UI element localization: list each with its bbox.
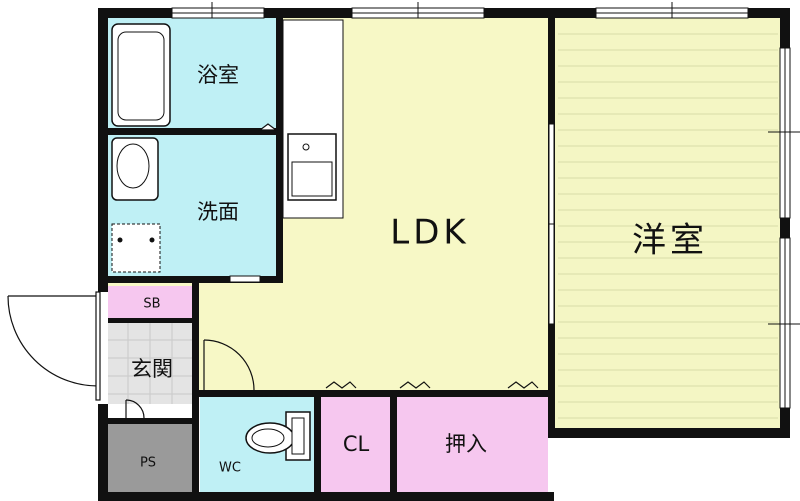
- wall-bottom-right: [552, 428, 790, 438]
- room-label-wc: WC: [219, 461, 241, 476]
- wall-left-lower: [98, 404, 108, 501]
- window-icon: [171, 2, 800, 409]
- wall-bath-wash: [108, 128, 280, 135]
- room-label-sb: SB: [143, 297, 160, 312]
- kitchen-sink-icon: [287, 133, 337, 201]
- washing-machine-pan: [111, 223, 161, 273]
- cl-floor: [320, 396, 390, 492]
- wall-entrance-bottom: [108, 418, 198, 424]
- wall-sb-right: [192, 282, 199, 492]
- sb-floor: [108, 286, 192, 320]
- washbasin-icon: [111, 137, 159, 201]
- room-label-ps: PS: [140, 456, 156, 471]
- wall-left-upper: [98, 8, 108, 292]
- door-swing-icon: [7, 123, 539, 420]
- room-label-cl: CL: [343, 432, 370, 456]
- toilet-icon: [245, 411, 311, 461]
- sliding-door: [548, 123, 555, 325]
- wall-wet-right: [276, 18, 283, 282]
- wall-top-left: [98, 8, 554, 18]
- room-label-western: 洋室: [632, 221, 708, 261]
- room-label-bath: 浴室: [197, 63, 239, 87]
- room-label-oshiire: 押入: [445, 432, 487, 456]
- floor-boards: [558, 33, 778, 419]
- fridge-vent: [229, 275, 261, 283]
- wall-ldk-bottom: [196, 390, 552, 397]
- room-label-ldk: LDK: [390, 213, 469, 253]
- oshiire-floor: [396, 396, 548, 492]
- entrance-tiles: [108, 322, 192, 404]
- wall-wc-cl: [314, 390, 321, 494]
- wall-cl-oshiire: [390, 390, 397, 494]
- wall-sb-bottom: [108, 318, 198, 323]
- wall-right: [780, 8, 790, 438]
- room-label-entrance: 玄関: [131, 357, 173, 381]
- wall-wash-bottom: [108, 276, 283, 283]
- ps-floor: [108, 424, 192, 492]
- room-label-washroom: 洗面: [197, 200, 239, 224]
- wall-bottom: [98, 492, 554, 501]
- bathtub-icon: [111, 23, 171, 127]
- western-room-floor: [555, 18, 780, 428]
